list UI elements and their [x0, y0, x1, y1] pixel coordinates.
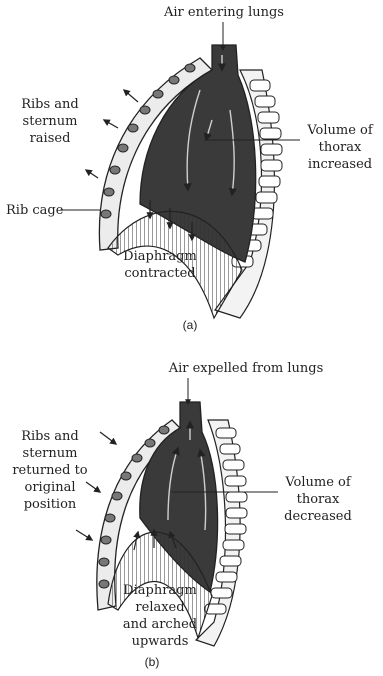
caption-a: (a): [183, 318, 198, 332]
label-ribs-returned-4: original: [25, 480, 76, 495]
label-air-entering: Air entering lungs: [163, 5, 284, 20]
label-diaphragm-contracted-1: Diaphragm: [123, 249, 197, 264]
label-ribs-returned-1: Ribs and: [21, 429, 79, 444]
label-ribs-raised-1: Ribs and: [21, 97, 79, 112]
caption-b: (b): [145, 655, 160, 669]
label-ribs-raised-2: sternum: [23, 114, 78, 129]
label-volume-increased-1: Volume of: [306, 123, 374, 138]
label-ribs-returned-3: returned to: [12, 463, 87, 478]
label-diaphragm-contracted-2: contracted: [124, 266, 195, 281]
label-diaphragm-relaxed-2: relaxed: [135, 600, 184, 615]
label-rib-cage: Rib cage: [6, 203, 64, 218]
label-ribs-returned-2: sternum: [23, 446, 78, 461]
diagram-b: Air expelled from lungs Ribs and sternum…: [12, 361, 352, 669]
label-volume-increased-3: increased: [308, 157, 372, 172]
label-ribs-returned-5: position: [24, 497, 77, 512]
label-diaphragm-relaxed-4: upwards: [132, 634, 189, 649]
label-diaphragm-relaxed-3: and arched: [123, 617, 197, 632]
label-volume-decreased-3: decreased: [284, 509, 352, 524]
label-volume-decreased-2: thorax: [297, 492, 340, 507]
label-diaphragm-relaxed-1: Diaphragm: [123, 583, 197, 598]
label-air-expelled: Air expelled from lungs: [168, 361, 324, 376]
label-ribs-raised-3: raised: [30, 131, 71, 146]
label-volume-increased-2: thorax: [319, 140, 362, 155]
label-volume-decreased-1: Volume of: [284, 475, 352, 490]
diagram-a: Air entering lungs Ribs and sternum rais…: [6, 5, 374, 332]
